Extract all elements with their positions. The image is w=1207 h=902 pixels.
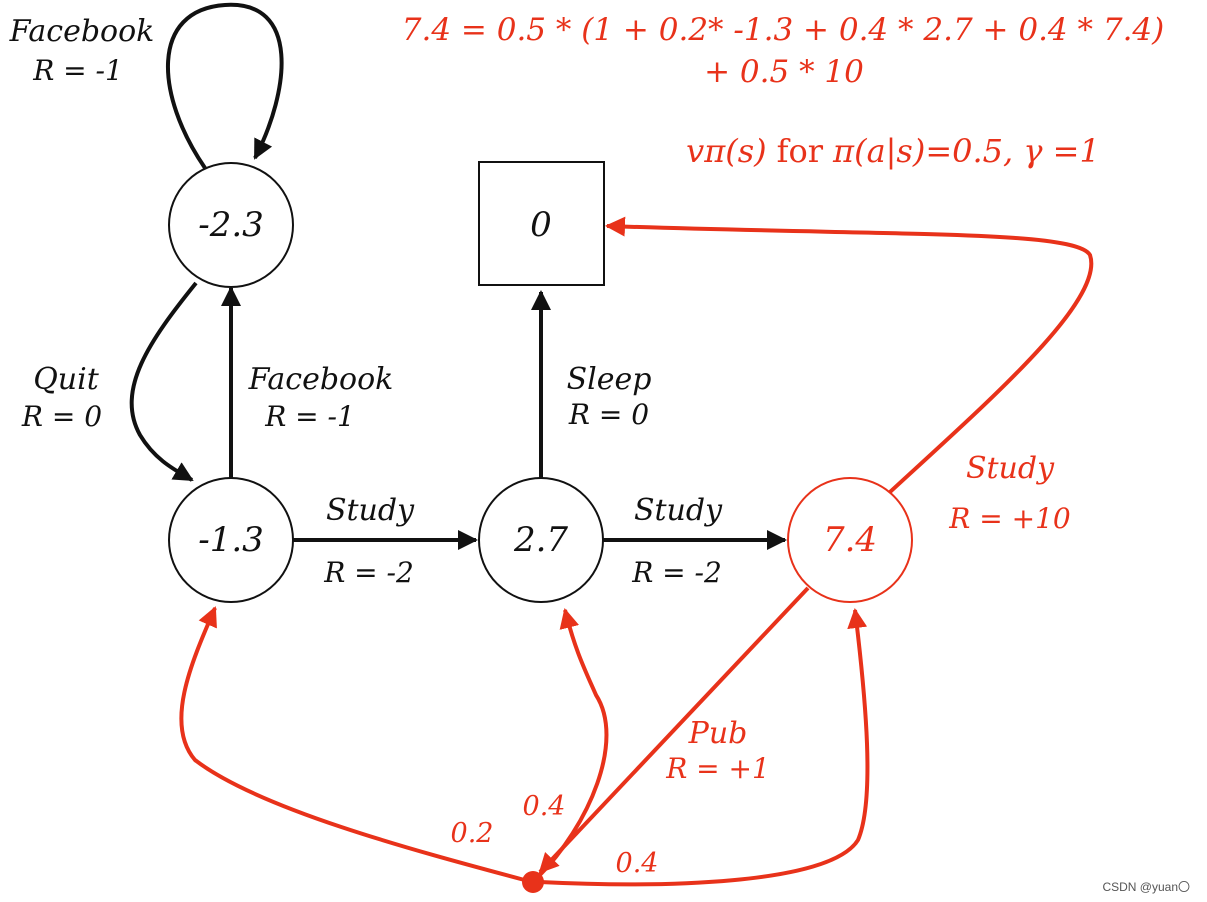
prob-to-class1-edge: [179, 606, 533, 884]
quit-edge: [129, 281, 198, 482]
prob-label-class2: 0.4: [523, 791, 566, 822]
study3-action-label: Study: [966, 451, 1055, 486]
state-node-class2: [478, 477, 604, 603]
prob-to-class3-edge: [539, 608, 870, 887]
state-node-sleep: [478, 161, 605, 286]
prob-label-class1: 0.2: [451, 818, 494, 849]
bellman-equation-line1: 7.4 = 0.5 * (1 + 0.2* -1.3 + 0.4 * 2.7 +…: [402, 12, 1165, 48]
chance-node: [522, 871, 544, 893]
facebook-reward-label: R = -1: [264, 400, 355, 433]
prob-label-class3: 0.4: [616, 848, 659, 879]
policy-term: π(a|s)=0.5, γ =1: [832, 132, 1100, 170]
quit-action-label: Quit: [33, 362, 100, 397]
state-value-class1: -1.3: [198, 520, 264, 560]
study3-reward-label: R = +10: [948, 502, 1070, 535]
state-node-class3: [787, 477, 913, 603]
study1-reward-label: R = -2: [323, 556, 414, 589]
study2-reward-label: R = -2: [631, 556, 722, 589]
state-value-class2: 2.7: [513, 520, 568, 560]
facebook-action-label: Facebook: [248, 362, 394, 397]
sleep-action-label: Sleep: [567, 362, 652, 397]
watermark: CSDN @yuan〇: [1102, 880, 1190, 894]
pub-reward-label: R = +1: [665, 752, 770, 785]
facebook-loop-action-label: Facebook: [9, 14, 155, 49]
sleep-reward-label: R = 0: [568, 398, 649, 431]
facebook-loop-reward-label: R = -1: [32, 54, 123, 87]
pub-action-label: Pub: [688, 716, 748, 751]
study3-edge: [605, 216, 1094, 494]
vpi-term: vπ(s): [686, 132, 767, 170]
for-word: for: [777, 132, 824, 170]
pub-edge: [538, 586, 810, 874]
bellman-equation-line2: + 0.5 * 10: [704, 54, 864, 90]
state-value-facebook: -2.3: [198, 205, 264, 245]
study1-action-label: Study: [326, 493, 415, 528]
prob-to-class2-edge: [535, 608, 609, 880]
state-node-class1: [168, 477, 294, 603]
state-value-class3: 7.4: [823, 520, 877, 560]
state-value-sleep: 0: [530, 205, 552, 245]
study2-action-label: Study: [634, 493, 723, 528]
state-node-facebook: [168, 162, 294, 288]
quit-reward-label: R = 0: [21, 400, 102, 433]
facebook-loop-edge: [166, 2, 284, 170]
